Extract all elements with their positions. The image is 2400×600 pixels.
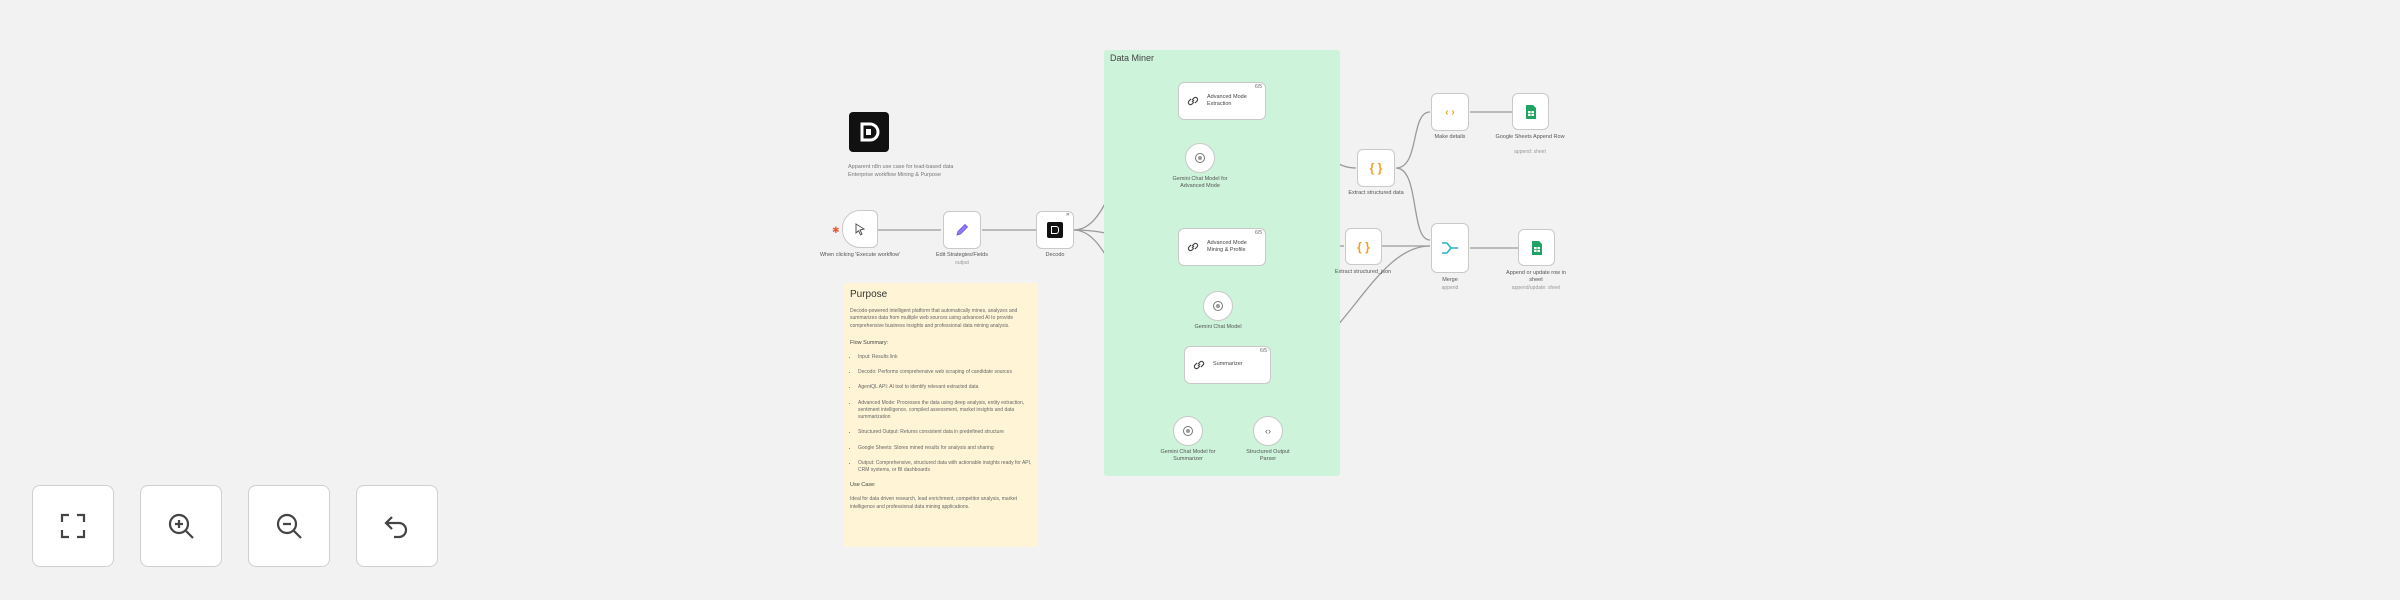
node-edit-sub: output: [955, 260, 969, 266]
note-item: Google Sheets: Stores mined results for …: [858, 445, 1032, 452]
node-extract-structured-data[interactable]: { }: [1357, 149, 1395, 187]
zoom-in-icon: [168, 513, 194, 539]
merge-icon: [1442, 242, 1458, 254]
note-item: AgentQL API: AI tool to identify relevan…: [858, 384, 1032, 391]
node-adv3-badge: 6/5: [1260, 348, 1267, 354]
decodo-icon: [1047, 222, 1063, 238]
gemini-icon: [1195, 153, 1205, 163]
sticky-note-purpose[interactable]: Purpose Decodo-powered intelligent platf…: [844, 283, 1038, 547]
note-item: Decodo: Performs comprehensive web scrap…: [858, 369, 1032, 376]
description-line-2: Enterprise workflow Mining & Purpose: [848, 172, 941, 179]
code-icon: ‹›: [1265, 426, 1271, 436]
node-parser-label: Structured Output Parser: [1246, 449, 1290, 463]
note-title: Purpose: [850, 289, 888, 300]
workflow-description: Apparent n8n use case for lead-based dat…: [848, 163, 954, 180]
note-item: Input: Results link: [858, 354, 1032, 361]
node-adv1-badge: 6/5: [1255, 84, 1262, 90]
node-advanced-mining[interactable]: Advanced Mode Mining & Profile 6/5: [1178, 228, 1266, 266]
link-icon: [1187, 242, 1199, 252]
note-intro: Decodo-powered intelligent platform that…: [850, 308, 1018, 329]
zoom-in-button[interactable]: [140, 485, 222, 567]
note-use-title: Use Case:: [850, 482, 876, 489]
group-title: Data Miner: [1110, 53, 1155, 63]
decodo-badge: ✕: [1065, 212, 1070, 218]
decodo-logo: [849, 112, 889, 152]
trigger-bolt-icon: ✱: [832, 225, 840, 235]
link-icon: [1187, 96, 1199, 106]
decodo-logo-icon: [860, 122, 880, 142]
node-adv2-title: Advanced Mode Mining & Profile: [1207, 239, 1247, 253]
edge-code1-html: [1395, 111, 1431, 169]
node-decodo-label: Decodo: [1045, 252, 1065, 258]
sheets-icon: [1525, 104, 1536, 119]
braces-icon: { }: [1369, 161, 1383, 175]
code-icon: ‹ ›: [1445, 106, 1455, 118]
node-sheet2-label: Append or update row in sheet: [1506, 270, 1566, 284]
zoom-out-button[interactable]: [248, 485, 330, 567]
node-merge-sub: append: [1441, 285, 1459, 291]
cursor-click-icon: [855, 223, 866, 236]
node-edit-fields[interactable]: [943, 211, 981, 249]
node-gemini-3-label: Gemini Chat Model for Summarizer: [1160, 449, 1216, 463]
node-make-details[interactable]: ‹ ›: [1431, 93, 1469, 131]
node-gemini-1[interactable]: [1185, 143, 1215, 173]
node-output-parser[interactable]: ‹›: [1253, 416, 1283, 446]
node-trigger[interactable]: [842, 210, 878, 248]
edge-code1-merge: [1395, 167, 1431, 241]
node-gemini-1-label: Gemini Chat Model for Advanced Mode: [1172, 176, 1228, 190]
sheets-icon: [1531, 240, 1542, 255]
node-adv1-title: Advanced Mode Extraction: [1207, 93, 1247, 107]
node-gemini-3[interactable]: [1173, 416, 1203, 446]
node-advanced-extraction[interactable]: Advanced Mode Extraction 6/5: [1178, 82, 1266, 120]
node-code1-label: Extract structured data: [1348, 190, 1404, 196]
link-icon: [1193, 360, 1205, 370]
pencil-icon: [956, 223, 969, 236]
note-flow-list: Input: Results link Decodo: Performs com…: [850, 354, 1032, 475]
node-trigger-label: When clicking 'Execute workflow': [819, 252, 901, 258]
node-adv3-title: Summarizer: [1213, 361, 1243, 368]
zoom-out-icon: [276, 513, 302, 539]
braces-icon: { }: [1357, 239, 1370, 254]
description-line-1: Apparent n8n use case for lead-based dat…: [848, 164, 954, 170]
node-html-label: Make details: [1434, 134, 1466, 140]
node-sheet1-label: Google Sheets Append Row: [1495, 134, 1565, 140]
node-adv2-badge: 6/5: [1255, 230, 1262, 236]
note-flow-title: Flow Summary:: [850, 339, 889, 346]
undo-button[interactable]: [356, 485, 438, 567]
note-use-text: Ideal for data driven research, lead enr…: [850, 496, 1018, 510]
node-merge[interactable]: [1431, 223, 1469, 273]
note-item: Advanced Mode: Processes the data using …: [858, 400, 1032, 422]
node-sheet2-sub: append/update: sheet: [1511, 285, 1561, 291]
node-gemini-2-label: Gemini Chat Model: [1194, 324, 1242, 330]
note-item: Output: Comprehensive, structured data w…: [858, 460, 1032, 475]
node-append-update-sheet[interactable]: [1518, 229, 1555, 266]
fit-view-icon: [60, 513, 86, 539]
node-google-sheets-append[interactable]: [1512, 93, 1549, 130]
node-edit-label: Edit Strategies/Fields: [936, 252, 988, 258]
note-item: Structured Output: Returns consistent da…: [858, 429, 1032, 436]
node-decodo[interactable]: ✕: [1036, 211, 1074, 249]
undo-icon: [384, 516, 408, 539]
node-summarizer[interactable]: Summarizer 6/5: [1184, 346, 1271, 384]
gemini-icon: [1183, 426, 1193, 436]
node-merge-label: Merge: [1442, 277, 1458, 283]
node-code2-label: Extract structured_json: [1334, 269, 1392, 275]
fit-view-button[interactable]: [32, 485, 114, 567]
node-sheet1-sub: append: sheet: [1514, 149, 1546, 155]
node-gemini-2[interactable]: [1203, 291, 1233, 321]
gemini-icon: [1213, 301, 1223, 311]
node-extract-structured-json[interactable]: { }: [1345, 228, 1382, 265]
